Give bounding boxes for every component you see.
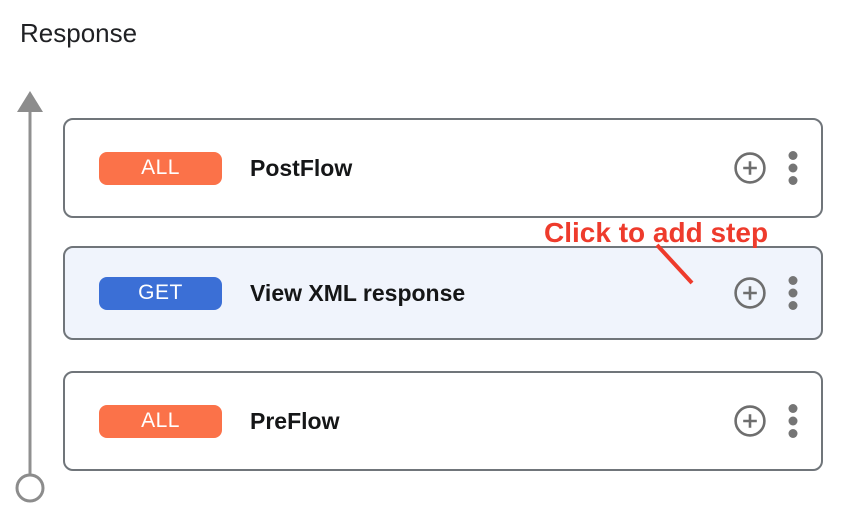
more-options-button[interactable] xyxy=(787,403,799,439)
page-title: Response xyxy=(20,18,138,48)
arrow-up-icon xyxy=(17,91,43,112)
add-step-button[interactable] xyxy=(733,404,767,438)
add-circle-icon xyxy=(734,152,766,184)
more-options-button[interactable] xyxy=(787,150,799,186)
card-actions xyxy=(733,403,799,439)
flow-card-title: PreFlow xyxy=(250,407,340,434)
add-step-button[interactable] xyxy=(733,151,767,185)
more-options-button[interactable] xyxy=(787,275,799,311)
more-options-icon xyxy=(788,151,798,185)
more-options-icon xyxy=(788,276,798,310)
card-actions xyxy=(733,275,799,311)
flow-start-circle-icon xyxy=(15,473,45,503)
add-step-button[interactable] xyxy=(733,276,767,310)
flow-direction-arrow xyxy=(15,91,45,503)
card-actions xyxy=(733,150,799,186)
more-options-icon xyxy=(788,404,798,438)
add-circle-icon xyxy=(734,277,766,309)
flow-card-view-xml-response[interactable]: GET View XML response xyxy=(63,246,823,340)
flow-card-title: View XML response xyxy=(250,279,466,306)
verb-badge-get: GET xyxy=(99,276,222,310)
add-circle-icon xyxy=(734,405,766,437)
verb-badge-all: ALL xyxy=(99,151,222,185)
flow-card-title: PostFlow xyxy=(250,154,353,181)
flow-card-preflow[interactable]: ALL PreFlow xyxy=(63,371,823,471)
flow-card-postflow[interactable]: ALL PostFlow xyxy=(63,118,823,218)
verb-badge-all: ALL xyxy=(99,404,222,438)
annotation-click-to-add-step: Click to add step xyxy=(544,217,769,248)
